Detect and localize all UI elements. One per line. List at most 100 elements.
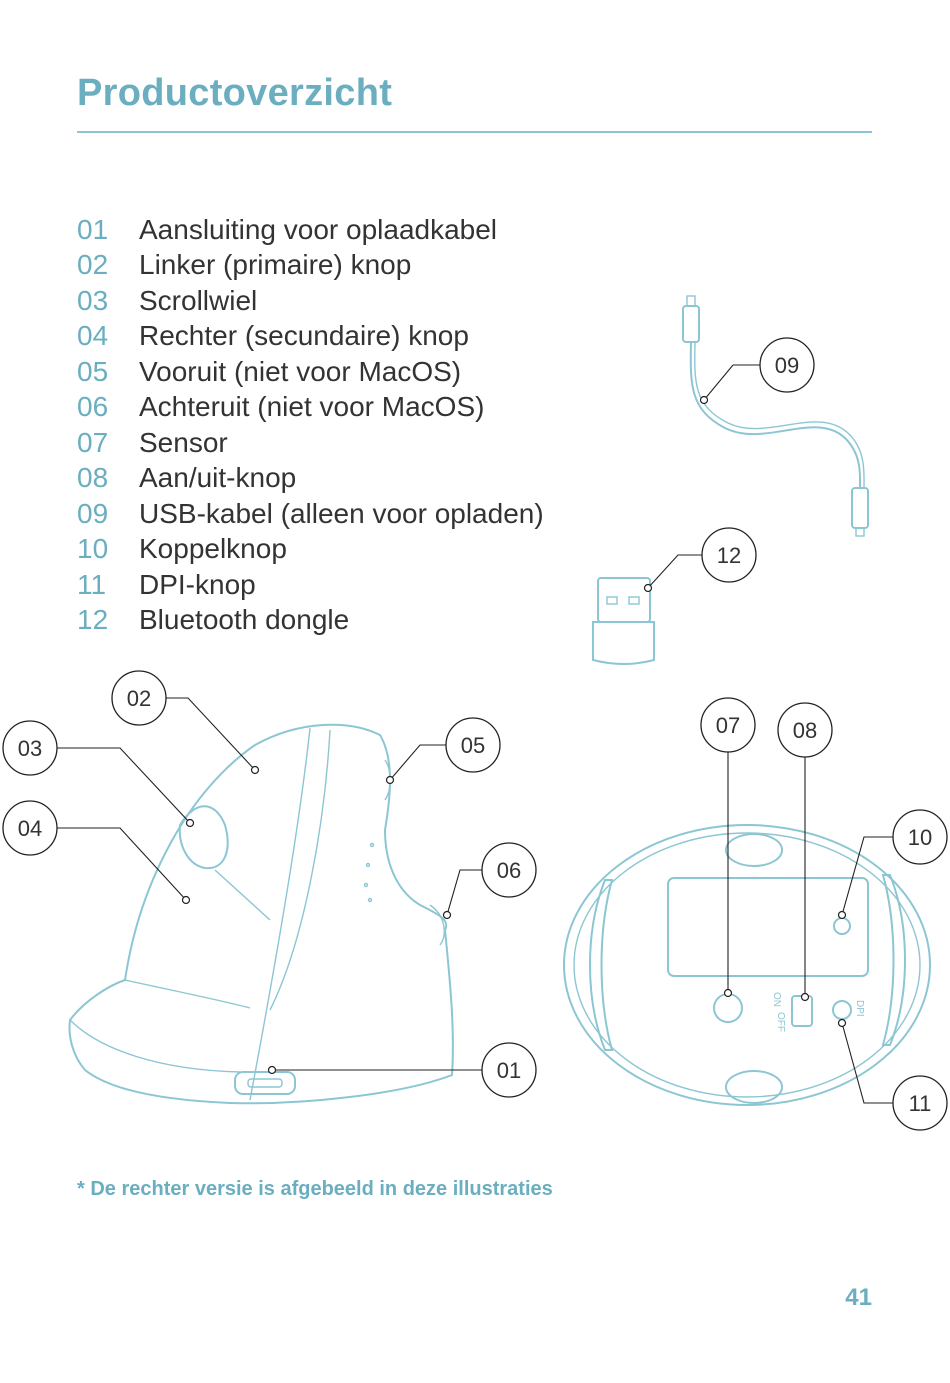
callout-04: 04 <box>2 800 58 856</box>
legend-number: 10 <box>77 533 109 565</box>
legend-label: Rechter (secundaire) knop <box>139 320 469 352</box>
callout-circle <box>2 800 58 856</box>
callout-07: 07 <box>700 697 756 753</box>
bottom-pair-button <box>833 917 851 935</box>
bottom-sensor <box>713 993 743 1023</box>
leader-dot <box>267 1065 277 1075</box>
usb-cable-drawing <box>682 295 869 537</box>
legend-item: 04 Rechter (secundaire) knop <box>77 319 544 355</box>
texture-dot <box>369 842 375 848</box>
bottom-outline-inner <box>573 832 921 1098</box>
callout-label: 05 <box>461 733 485 758</box>
leader-03 <box>57 747 191 824</box>
callout-label: 09 <box>775 353 799 378</box>
leader-dot <box>837 1018 847 1028</box>
dongle-usb-plug <box>597 577 651 623</box>
legend-label: Linker (primaire) knop <box>139 249 412 281</box>
callout-label: 01 <box>497 1058 521 1083</box>
callout-label: 08 <box>793 718 817 743</box>
cable-wire <box>689 341 862 489</box>
legend-number: 05 <box>77 355 109 387</box>
leader-dot <box>250 765 260 775</box>
callout-label: 04 <box>18 816 42 841</box>
callout-09: 09 <box>759 337 815 393</box>
cable-plug-top <box>686 295 696 307</box>
callout-circle <box>892 809 948 865</box>
leader-05 <box>389 744 446 781</box>
bottom-glide-strip-right <box>881 874 906 1046</box>
callout-circle <box>481 1042 537 1098</box>
callout-03: 03 <box>2 720 58 776</box>
callout-circle <box>701 527 757 583</box>
leader-dot <box>185 818 195 828</box>
power-off-label: OFF <box>775 1012 786 1032</box>
leader-dots <box>181 395 847 1075</box>
callout-11: 11 <box>892 1075 948 1131</box>
legend-number: 02 <box>77 249 109 281</box>
bottom-dpi-button <box>832 1000 852 1020</box>
callout-label: 02 <box>127 686 151 711</box>
dongle-pin <box>628 596 640 605</box>
legend-number: 04 <box>77 320 109 352</box>
leader-dot <box>837 910 847 920</box>
cable-connector-bottom <box>851 487 869 529</box>
legend-item: 10 Koppelknop <box>77 532 544 568</box>
dongle-drawing <box>592 577 655 665</box>
callout-circle <box>481 842 537 898</box>
leader-04 <box>57 827 187 901</box>
leader-dot <box>699 395 709 405</box>
leader-dot <box>643 583 653 593</box>
bottom-outline <box>563 824 931 1106</box>
callout-circle <box>700 697 756 753</box>
cable-wire-edge <box>694 341 865 489</box>
leader-12 <box>647 554 702 589</box>
legend-item: 08 Aan/uit-knop <box>77 461 544 497</box>
legend-number: 08 <box>77 462 109 494</box>
texture-dot <box>365 862 371 868</box>
legend-label: Aansluiting voor oplaadkabel <box>139 213 498 245</box>
callout-label: 07 <box>716 713 740 738</box>
legend-label: Achteruit (niet voor MacOS) <box>139 391 485 423</box>
legend-label: Aan/uit-knop <box>139 462 297 494</box>
bottom-glide-pad-top <box>725 833 783 867</box>
mouse-button-seam <box>269 729 331 1011</box>
mouse-back-button <box>429 904 446 946</box>
mouse-usb-port-inner <box>247 1078 283 1088</box>
power-on-label: ON <box>771 992 782 1007</box>
callout-label: 12 <box>717 543 741 568</box>
mouse-bottom-view: ON OFF DPI <box>563 824 931 1106</box>
leader-dot <box>385 775 395 785</box>
callout-label: 03 <box>18 736 42 761</box>
mouse-usb-port <box>234 1071 296 1095</box>
callout-01: 01 <box>481 1042 537 1098</box>
mouse-button-seam <box>249 727 311 1101</box>
callout-02: 02 <box>111 670 167 726</box>
texture-dot <box>363 882 369 888</box>
leader-10 <box>841 836 893 916</box>
leader-11 <box>841 1022 893 1104</box>
leader-06 <box>446 869 482 916</box>
legend-label: Vooruit (niet voor MacOS) <box>139 355 462 387</box>
bottom-glide-pad-bottom <box>725 1070 783 1104</box>
legend-label: Koppelknop <box>139 533 287 565</box>
callout-circle <box>445 717 501 773</box>
legend-label: Bluetooth dongle <box>139 604 350 636</box>
legend-number: 07 <box>77 426 109 458</box>
bottom-label-area <box>667 877 869 977</box>
mouse-scroll-wheel <box>178 805 229 870</box>
mouse-thumb-rest-line <box>124 979 251 1009</box>
page-title: Productoverzicht <box>77 72 393 114</box>
callout-12: 12 <box>701 527 757 583</box>
leader-dot <box>442 910 452 920</box>
texture-dot <box>367 897 373 903</box>
legend-label: Scrollwiel <box>139 284 258 316</box>
callout-05: 05 <box>445 717 501 773</box>
callout-label: 06 <box>497 858 521 883</box>
bottom-power-switch <box>791 995 813 1027</box>
